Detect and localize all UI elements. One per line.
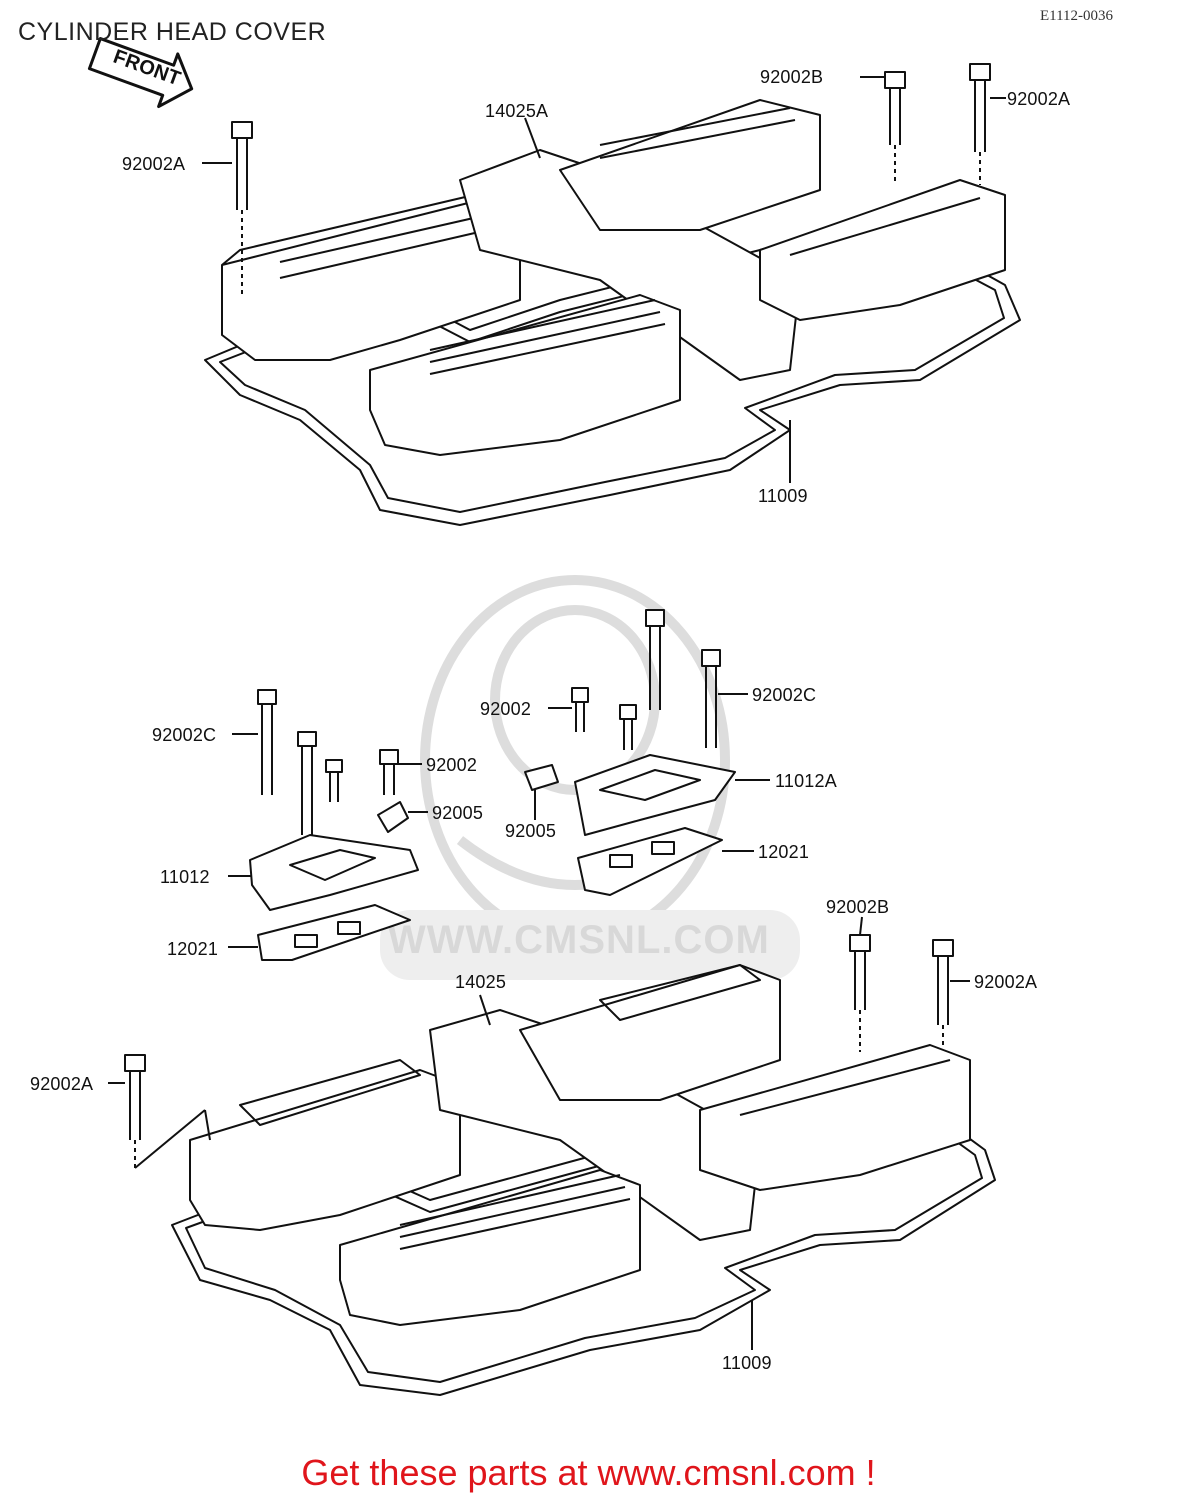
lower-cover-right-front bbox=[700, 1045, 970, 1190]
mid-right-bolt-short-label: 92002 bbox=[480, 699, 532, 719]
mid-right-bolt-short bbox=[572, 688, 588, 732]
lower-bolt-top-center-label: 92002B bbox=[826, 897, 890, 917]
mid-right-gasket bbox=[578, 828, 722, 895]
reference-code: E1112-0036 bbox=[1040, 8, 1114, 24]
mid-left-bolt-long-label: 92002C bbox=[152, 725, 217, 745]
mid-left-bolt-short-label: 92002 bbox=[426, 755, 478, 775]
mid-right-gasket-label: 12021 bbox=[758, 842, 810, 862]
mid-left-bolt-short-2 bbox=[380, 750, 398, 795]
upper-cover-label: 14025A bbox=[485, 101, 549, 121]
mid-left-cap-label: 92005 bbox=[432, 803, 484, 823]
upper-gasket bbox=[205, 215, 1020, 525]
upper-cover-right-back bbox=[560, 100, 820, 230]
lower-cover-left bbox=[190, 1060, 460, 1230]
mid-right-bolt-long-label: 92002C bbox=[752, 685, 817, 705]
upper-bolt-left-label: 92002A bbox=[122, 154, 186, 174]
mid-right-cap-label: 92005 bbox=[505, 821, 557, 841]
lower-bolt-left-label: 92002A bbox=[30, 1074, 94, 1094]
lower-bolt-left bbox=[125, 1055, 145, 1168]
mid-left-plate bbox=[250, 835, 418, 910]
mid-right-bolt-short-2 bbox=[620, 705, 636, 750]
upper-cover-front-bank bbox=[370, 295, 680, 455]
upper-bolt-left bbox=[232, 122, 252, 295]
mid-right-cap bbox=[525, 765, 558, 790]
lower-cover-right-back bbox=[520, 965, 780, 1100]
front-arrow bbox=[85, 27, 201, 115]
mid-right-plate bbox=[575, 755, 735, 835]
mid-right-bolt-long bbox=[646, 610, 664, 710]
watermark-text: WWW.CMSNL.COM bbox=[388, 918, 770, 962]
mid-left-bolt-long bbox=[258, 690, 276, 795]
lower-gasket-label: 11009 bbox=[722, 1353, 772, 1373]
mid-right-plate-label: 11012A bbox=[775, 771, 837, 791]
lower-gasket bbox=[172, 1080, 995, 1395]
footer-link-text[interactable]: Get these parts at www.cmsnl.com ! bbox=[301, 1452, 876, 1493]
upper-bolt-top-right bbox=[970, 64, 990, 185]
upper-cover-right-front bbox=[760, 180, 1005, 320]
mid-left-bolt-long-2 bbox=[298, 732, 316, 835]
upper-bolt-top-center bbox=[885, 72, 905, 185]
upper-bolt-top-right-label: 92002A bbox=[1007, 89, 1071, 109]
upper-cover-center bbox=[460, 150, 800, 380]
lower-cover-label: 14025 bbox=[455, 972, 507, 992]
mid-left-bolt-short bbox=[326, 760, 342, 802]
mid-right-bolt-long-2 bbox=[702, 650, 720, 748]
diagram-title: CYLINDER HEAD COVER bbox=[18, 18, 327, 46]
lower-bolt-top-right-label: 92002A bbox=[974, 972, 1038, 992]
upper-gasket-label: 11009 bbox=[758, 486, 808, 506]
mid-left-gasket bbox=[258, 905, 410, 960]
lower-cover-front-bank bbox=[340, 1170, 640, 1325]
lower-bolt-top-center bbox=[850, 935, 870, 1052]
lower-cover-center bbox=[430, 1010, 760, 1240]
mid-left-gasket-label: 12021 bbox=[167, 939, 219, 959]
mid-left-plate-label: 11012 bbox=[160, 867, 210, 887]
upper-bolt-top-center-label: 92002B bbox=[760, 67, 824, 87]
mid-left-cap bbox=[378, 802, 408, 832]
lower-bolt-top-right bbox=[933, 940, 953, 1048]
